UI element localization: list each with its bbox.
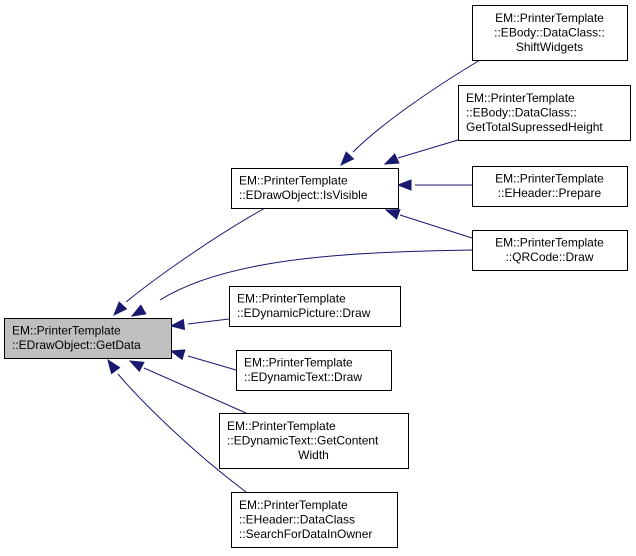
node-prepare[interactable]: EM::PrinterTemplate::EHeader::Prepare xyxy=(472,166,628,207)
node-label-line: EM::PrinterTemplate xyxy=(495,172,604,186)
edge-line xyxy=(143,367,247,414)
node-label-line: EM::PrinterTemplate xyxy=(227,419,336,433)
node-box[interactable] xyxy=(231,492,398,548)
edge-line xyxy=(117,373,247,493)
node-label-line: EM::PrinterTemplate xyxy=(495,11,604,25)
arrowhead-icon xyxy=(113,301,128,317)
node-box[interactable] xyxy=(219,413,409,469)
node-isvisible[interactable]: EM::PrinterTemplate::EDrawObject::IsVisi… xyxy=(231,168,399,209)
node-label-line: ::SearchForDataInOwner xyxy=(239,527,372,541)
node-textdraw[interactable]: EM::PrinterTemplate::EDynamicText::Draw xyxy=(236,350,392,391)
edge-contentwidth-to-getdata xyxy=(128,360,247,414)
node-shiftwidgets[interactable]: EM::PrinterTemplate::EBody::DataClass::S… xyxy=(472,5,628,61)
edge-isvisible-to-getdata xyxy=(113,207,266,317)
edge-qrcode-to-isvisible xyxy=(384,209,473,239)
node-getdata[interactable]: EM::PrinterTemplate::EDrawObject::GetDat… xyxy=(4,318,172,359)
node-label-line: Width xyxy=(298,448,329,462)
arrowhead-icon xyxy=(130,304,147,317)
node-label-line: EM::PrinterTemplate xyxy=(237,292,346,306)
node-label-line: EM::PrinterTemplate xyxy=(495,236,604,250)
arrowhead-icon xyxy=(107,358,121,375)
node-box[interactable] xyxy=(472,166,628,207)
node-picdraw[interactable]: EM::PrinterTemplate::EDynamicPicture::Dr… xyxy=(229,286,401,327)
edges-layer xyxy=(107,59,481,493)
edge-picdraw-to-getdata xyxy=(169,318,230,331)
node-label-line: ::EBody::DataClass:: xyxy=(466,105,577,119)
node-label-line: ::EDrawObject::IsVisible xyxy=(239,188,368,202)
node-box[interactable] xyxy=(472,5,628,61)
edge-line xyxy=(159,249,473,301)
edge-line xyxy=(187,355,237,371)
node-label-line: EM::PrinterTemplate xyxy=(239,498,348,512)
node-label-line: ShiftWidgets xyxy=(516,40,583,54)
edge-shiftwidgets-to-isvisible xyxy=(340,59,481,167)
node-search[interactable]: EM::PrinterTemplate::EHeader::DataClass:… xyxy=(231,492,398,548)
node-box[interactable] xyxy=(472,230,628,271)
node-qrcode[interactable]: EM::PrinterTemplate::QRCode::Draw xyxy=(472,230,628,271)
arrowhead-icon xyxy=(383,153,400,165)
node-label-line: EM::PrinterTemplate xyxy=(239,174,348,188)
node-label-line: ::QRCode::Draw xyxy=(505,250,593,264)
arrowhead-icon xyxy=(384,209,401,220)
arrowhead-icon xyxy=(169,318,186,331)
node-label-line: EM::PrinterTemplate xyxy=(244,356,353,370)
arrowhead-icon xyxy=(396,179,412,191)
node-box[interactable] xyxy=(236,350,392,391)
edge-line xyxy=(352,59,481,153)
edge-qrcode-to-getdata xyxy=(130,249,473,317)
node-label-line: ::EHeader::DataClass xyxy=(239,512,355,526)
arrowhead-icon xyxy=(169,349,186,361)
node-contentwidth[interactable]: EM::PrinterTemplate::EDynamicText::GetCo… xyxy=(219,413,409,469)
edge-search-to-getdata xyxy=(107,358,247,493)
node-label-line: ::EDynamicText::Draw xyxy=(244,370,362,384)
node-box[interactable] xyxy=(229,286,401,327)
node-box[interactable] xyxy=(231,168,399,209)
edge-line xyxy=(125,207,266,303)
node-label-line: ::EDrawObject::GetData xyxy=(12,338,141,352)
node-label-line: EM::PrinterTemplate xyxy=(466,91,575,105)
edge-line xyxy=(397,139,459,159)
node-label-line: ::EDynamicText::GetContent xyxy=(227,433,379,447)
edge-gettotal-to-isvisible xyxy=(383,139,459,165)
node-label-line: ::EHeader::Prepare xyxy=(498,186,602,200)
node-label-line: GetTotalSupressedHeight xyxy=(466,120,603,134)
arrowhead-icon xyxy=(340,151,355,167)
node-box[interactable] xyxy=(458,85,631,141)
arrowhead-icon xyxy=(128,360,145,373)
edge-line xyxy=(187,318,230,325)
edge-textdraw-to-getdata xyxy=(169,349,237,371)
node-label-line: EM::PrinterTemplate xyxy=(12,324,121,338)
nodes-layer: EM::PrinterTemplate::EDrawObject::GetDat… xyxy=(4,5,631,548)
edge-line xyxy=(399,214,473,239)
node-gettotal[interactable]: EM::PrinterTemplate::EBody::DataClass::G… xyxy=(458,85,631,141)
edge-prepare-to-isvisible xyxy=(396,179,472,191)
node-box[interactable] xyxy=(4,318,172,359)
node-label-line: ::EDynamicPicture::Draw xyxy=(237,306,371,320)
node-label-line: ::EBody::DataClass:: xyxy=(494,25,605,39)
